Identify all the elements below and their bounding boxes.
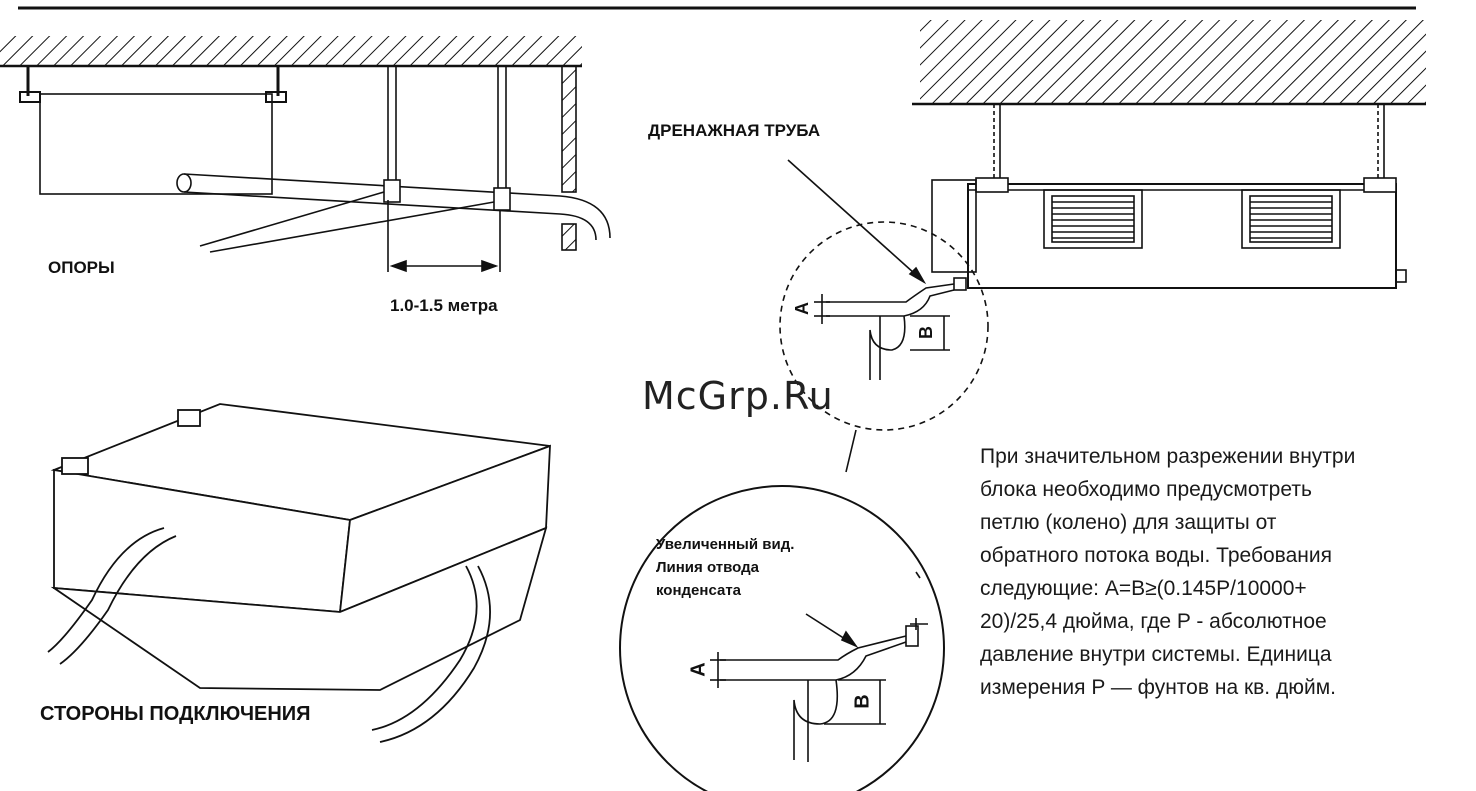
ducted-unit-diagram (619, 20, 1426, 791)
enlarged-view-line-3: конденсата (656, 582, 742, 599)
enlarged-view-label: Увеличенный вид. Линия отвода конденсата (656, 533, 794, 602)
dim-b-label: B (916, 326, 936, 339)
drain-pipe-label: ДРЕНАЖНАЯ ТРУБА (648, 121, 821, 140)
connection-sides-label: СТОРОНЫ ПОДКЛЮЧЕНИЯ (40, 703, 311, 725)
indoor-unit-side (39, 93, 273, 195)
drain-trap (826, 283, 955, 380)
dim-b-enlarged-label: B (851, 694, 874, 709)
detail-circle (779, 221, 989, 431)
air-grille-right (1241, 189, 1341, 249)
trap-requirement-note: При значительном разрежении внутри блока… (980, 440, 1460, 704)
enlarged-drain-trap (720, 635, 907, 762)
ceiling-hatch-left (0, 36, 582, 66)
note-line: При значительном разрежении внутри (980, 445, 1356, 468)
supports-diagram (0, 36, 611, 273)
ceiling-hatch-right (920, 20, 1426, 104)
note-line: 20)/25,4 дюйма, где P - абсолютное (980, 610, 1327, 633)
pipe-left (47, 527, 177, 665)
electrical-box (931, 179, 977, 273)
enlarged-view-line-2: Линия отвода (656, 559, 759, 576)
connection-sides-diagram (47, 403, 551, 743)
note-line: давление внутри системы. Единица (980, 643, 1332, 666)
pipe-right (371, 565, 491, 743)
supports-label: ОПОРЫ (48, 258, 115, 277)
indoor-unit (967, 183, 1397, 289)
enlarged-view-circle (619, 485, 945, 791)
note-line: петлю (колено) для защиты от (980, 511, 1277, 534)
note-line: измерения P — фунтов на кв. дюйм. (980, 676, 1336, 699)
note-line: обратного потока воды. Требования (980, 544, 1332, 567)
note-line: следующие: A=B≥(0.145P/10000+ (980, 577, 1307, 600)
support-spacing-label: 1.0-1.5 метра (390, 296, 498, 315)
drain-pipe-side (183, 173, 611, 241)
dim-a-enlarged-label: A (687, 662, 710, 677)
watermark: McGrp.Ru (642, 374, 834, 418)
dim-a-label: A (792, 302, 812, 315)
air-grille-left (1043, 189, 1143, 249)
wall-hatch (561, 65, 577, 193)
enlarged-view-line-1: Увеличенный вид. (656, 536, 795, 553)
note-line: блока необходимо предусмотреть (980, 478, 1312, 501)
